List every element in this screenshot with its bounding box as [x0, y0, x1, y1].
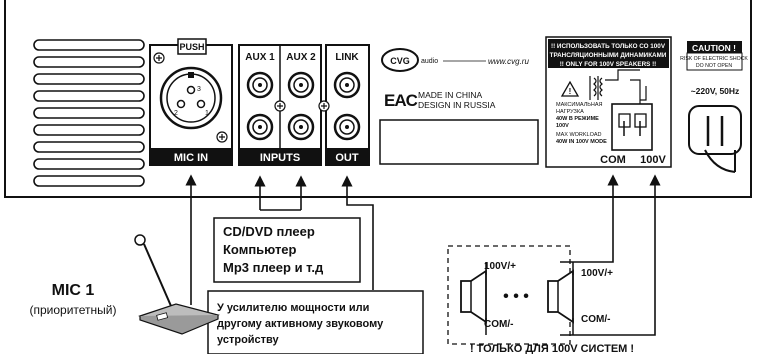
aux2-label: AUX 2 — [286, 52, 316, 63]
microphone-icon — [134, 234, 220, 335]
brand-site: www.cvg.ru — [488, 57, 529, 66]
workload-en1: MAX WORKLOAD — [556, 132, 602, 138]
speaker-com-right: COM/- — [581, 314, 610, 325]
xlr-pin-1: 1 — [205, 110, 209, 117]
workload-en2: 40W IN 100V MODE — [556, 139, 607, 145]
speaker-system: • • • 100V/+ COM/- 100V/+ COM/- ! ТОЛЬКО… — [447, 245, 634, 354]
mic-in-label: MIC IN — [174, 152, 208, 164]
amp-line3: устройству — [217, 334, 280, 346]
sources-box: CD/DVD плеер Компьютер Mp3 плеер и т.д — [213, 217, 361, 283]
power-socket-icon — [688, 105, 742, 155]
speaker-warning-line3: !! ONLY FOR 100V SPEAKERS !! — [560, 61, 657, 68]
mic-title: MIC 1 — [52, 282, 95, 299]
sources-line1: CD/DVD плеер — [223, 224, 315, 239]
brand-logo: CVG audio www.cvg.ru — [381, 48, 529, 72]
link-title: LINK — [335, 52, 359, 63]
connection-lines — [185, 174, 661, 336]
xlr-pin-2: 2 — [174, 110, 178, 117]
speaker-com-left: COM/- — [484, 319, 513, 330]
origin-block: EAC MADE IN CHINA DESIGN IN RUSSIA — [384, 90, 496, 110]
speaker-note: ! ТОЛЬКО ДЛЯ 100V СИСТЕМ ! — [470, 343, 634, 354]
v100-terminal-label: 100V — [640, 154, 666, 166]
speaker-plus-left: 100V/+ — [484, 261, 516, 272]
power-inlet: ~220V, 50Hz — [688, 86, 742, 173]
amp-line1: У усилителю мощности или — [217, 302, 369, 314]
speaker-warning-line1: !! ИСПОЛЬЗОВАТЬ ТОЛЬКО СО 100V — [551, 43, 666, 50]
eac-mark: EAC — [384, 91, 418, 110]
mic-in-panel: MIC IN PUSH 3 2 1 — [149, 38, 233, 166]
caution-line2: DO NOT OPEN — [696, 63, 732, 69]
caution-line1: RISK OF ELECTRIC SHOCK — [680, 56, 748, 62]
caution-label: CAUTION ! RISK OF ELECTRIC SHOCK DO NOT … — [680, 41, 748, 71]
speaker-warning-line2: ТРАНСЛЯЦИОННЫМИ ДИНАМИКАМИ — [550, 52, 667, 59]
sources-line3: Mp3 плеер и т.д — [223, 260, 324, 275]
xlr-pin-3: 3 — [197, 86, 201, 93]
sources-line2: Компьютер — [223, 242, 297, 257]
svg-text:!: ! — [569, 87, 572, 96]
com-terminal-label: COM — [600, 154, 626, 166]
speaker-icon — [547, 269, 574, 324]
vent-slots — [33, 39, 145, 187]
speaker-output-block: !! ИСПОЛЬЗОВАТЬ ТОЛЬКО СО 100V ТРАНСЛЯЦИ… — [545, 36, 672, 168]
inputs-label: INPUTS — [260, 152, 300, 164]
workload-ru4: 100V — [556, 123, 569, 129]
aux1-label: AUX 1 — [245, 52, 275, 63]
origin-line2: DESIGN IN RUSSIA — [418, 100, 496, 110]
warning-triangle-icon — [560, 80, 580, 97]
link-out-panel: OUT LINK — [318, 44, 370, 166]
workload-ru1: МАКСИМАЛЬНАЯ — [556, 102, 603, 108]
power-label: ~220V, 50Hz — [691, 86, 740, 96]
transformer-icon — [589, 69, 640, 100]
inputs-panel: INPUTS AUX 1 AUX 2 — [238, 44, 322, 166]
amp-box: У усилителю мощности или другому активно… — [207, 290, 424, 354]
brand-logo-sub: audio — [421, 58, 438, 65]
dots: • • • — [503, 288, 529, 305]
label-box — [379, 119, 539, 165]
speaker-icon — [460, 269, 487, 324]
caution-title: CAUTION ! — [692, 43, 736, 53]
speaker-plus-right: 100V/+ — [581, 268, 613, 279]
workload-ru2: НАГРУЗКА — [556, 109, 584, 115]
link-out-label: OUT — [335, 152, 359, 164]
brand-logo-text: CVG — [390, 56, 410, 66]
amp-line2: другому активному звуковому — [217, 318, 384, 330]
push-tab-label: PUSH — [179, 42, 204, 52]
origin-line1: MADE IN CHINA — [418, 90, 483, 100]
workload-ru3: 40W В РЕЖИМЕ — [556, 116, 599, 122]
mic-subtitle: (приоритетный) — [29, 303, 116, 317]
